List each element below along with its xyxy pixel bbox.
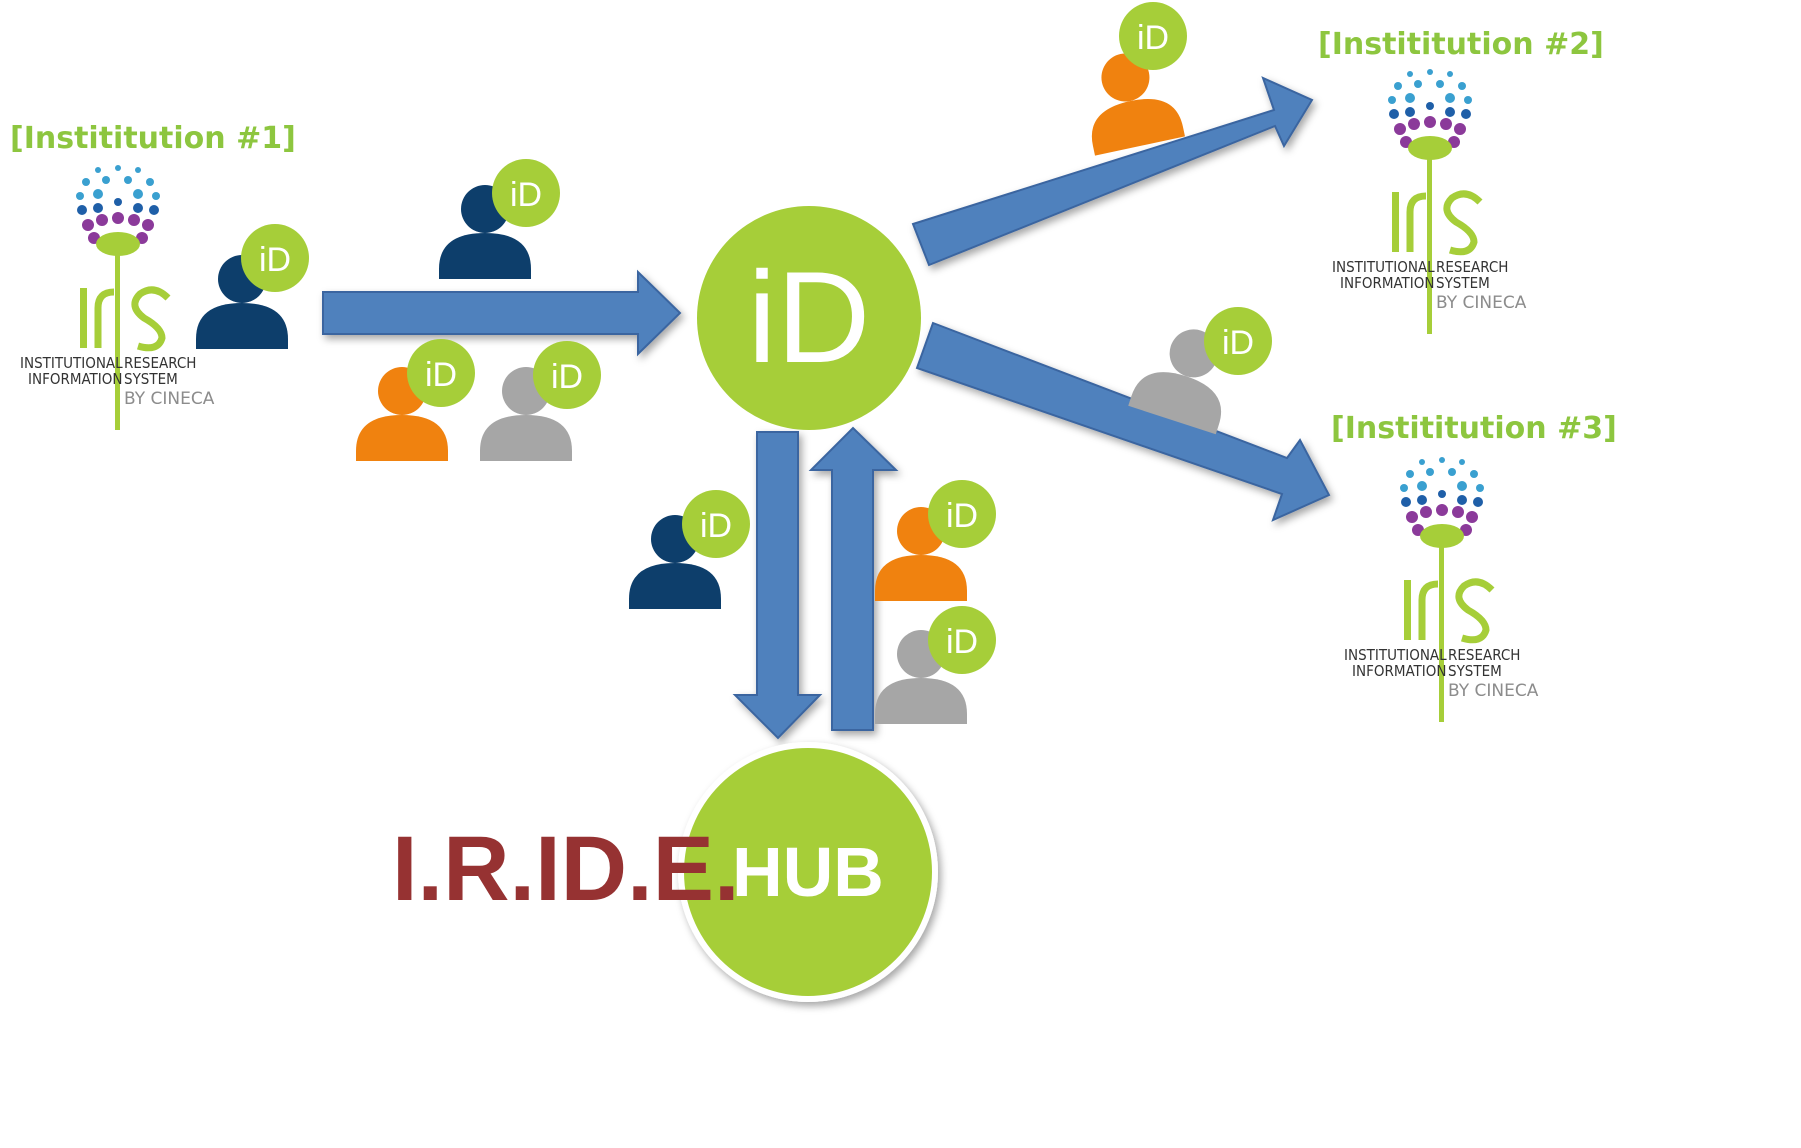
svg-text:RESEARCH: RESEARCH [1448,646,1520,664]
svg-text:RESEARCH: RESEARCH [124,354,196,372]
arrow-orcid-to-inst3 [915,321,1331,522]
researcher-navy-inst1: iD [196,224,309,349]
svg-text:iD: iD [510,176,542,214]
researcher-navy-bottom: iD [629,490,750,609]
institution-3-label: [Instititution #3] [1331,411,1617,446]
iris-logo-institution-2: INSTITUTIONAL INFORMATION RESEARCH SYSTE… [1332,69,1527,334]
researcher-orange-left: iD [356,339,475,461]
svg-text:iD: iD [259,241,291,279]
svg-text:INFORMATION: INFORMATION [1340,274,1434,292]
orcid-badge-icon: iD [682,490,750,558]
arrow-orcid-to-inst2 [911,76,1314,267]
orcid-badge-icon: iD [407,339,475,407]
svg-text:INSTITUTIONAL: INSTITUTIONAL [20,354,123,372]
orcid-badge-icon: iD [533,341,601,409]
svg-text:BY CINECA: BY CINECA [1448,681,1539,701]
researcher-gray-right: iD [1128,307,1272,435]
researcher-orange-top-right: iD [1075,2,1187,156]
svg-text:iD: iD [551,358,583,396]
svg-text:SYSTEM: SYSTEM [124,370,178,388]
svg-text:INSTITUTIONAL: INSTITUTIONAL [1332,258,1435,276]
researcher-orange-bottom: iD [875,480,996,601]
svg-text:BY CINECA: BY CINECA [124,389,215,409]
hub-node: HUB [678,742,938,1002]
svg-text:SYSTEM: SYSTEM [1436,274,1490,292]
arrow-inst1-to-orcid [322,269,682,357]
researcher-gray-bottom: iD [875,606,996,724]
institution-1-label: [Instititution #1] [10,121,296,156]
svg-text:iD: iD [946,497,978,535]
institution-2-label: [Instititution #2] [1318,27,1604,62]
arrow-orcid-to-hub [732,431,823,740]
svg-text:SYSTEM: SYSTEM [1448,662,1502,680]
orcid-badge-icon: iD [492,159,560,227]
orcid-central-node: iD [697,206,921,430]
orcid-badge-icon: iD [241,224,309,292]
orcid-id-icon: iD [748,244,871,390]
orcid-badge-icon: iD [1119,2,1187,70]
svg-text:iD: iD [946,623,978,661]
svg-text:BY CINECA: BY CINECA [1436,293,1527,313]
orcid-badge-icon: iD [1204,307,1272,375]
orcid-badge-icon: iD [928,606,996,674]
arrow-hub-to-orcid [808,426,899,731]
svg-text:INSTITUTIONAL: INSTITUTIONAL [1344,646,1447,664]
iride-project-title: I.R.ID.E. [392,818,740,920]
svg-text:iD: iD [1137,19,1169,57]
svg-text:INFORMATION: INFORMATION [1352,662,1446,680]
researcher-gray-left: iD [480,341,601,461]
svg-text:INFORMATION: INFORMATION [28,370,122,388]
svg-text:RESEARCH: RESEARCH [1436,258,1508,276]
svg-text:iD: iD [700,507,732,545]
svg-text:iD: iD [425,356,457,394]
researcher-navy-top: iD [439,159,560,279]
hub-label: HUB [732,833,884,911]
iris-logo-institution-3: INSTITUTIONAL INFORMATION RESEARCH SYSTE… [1344,457,1539,722]
iris-logo-institution-1: INSTITUTIONAL INFORMATION RESEARCH SYSTE… [20,165,215,430]
svg-text:iD: iD [1222,324,1254,362]
orcid-badge-icon: iD [928,480,996,548]
